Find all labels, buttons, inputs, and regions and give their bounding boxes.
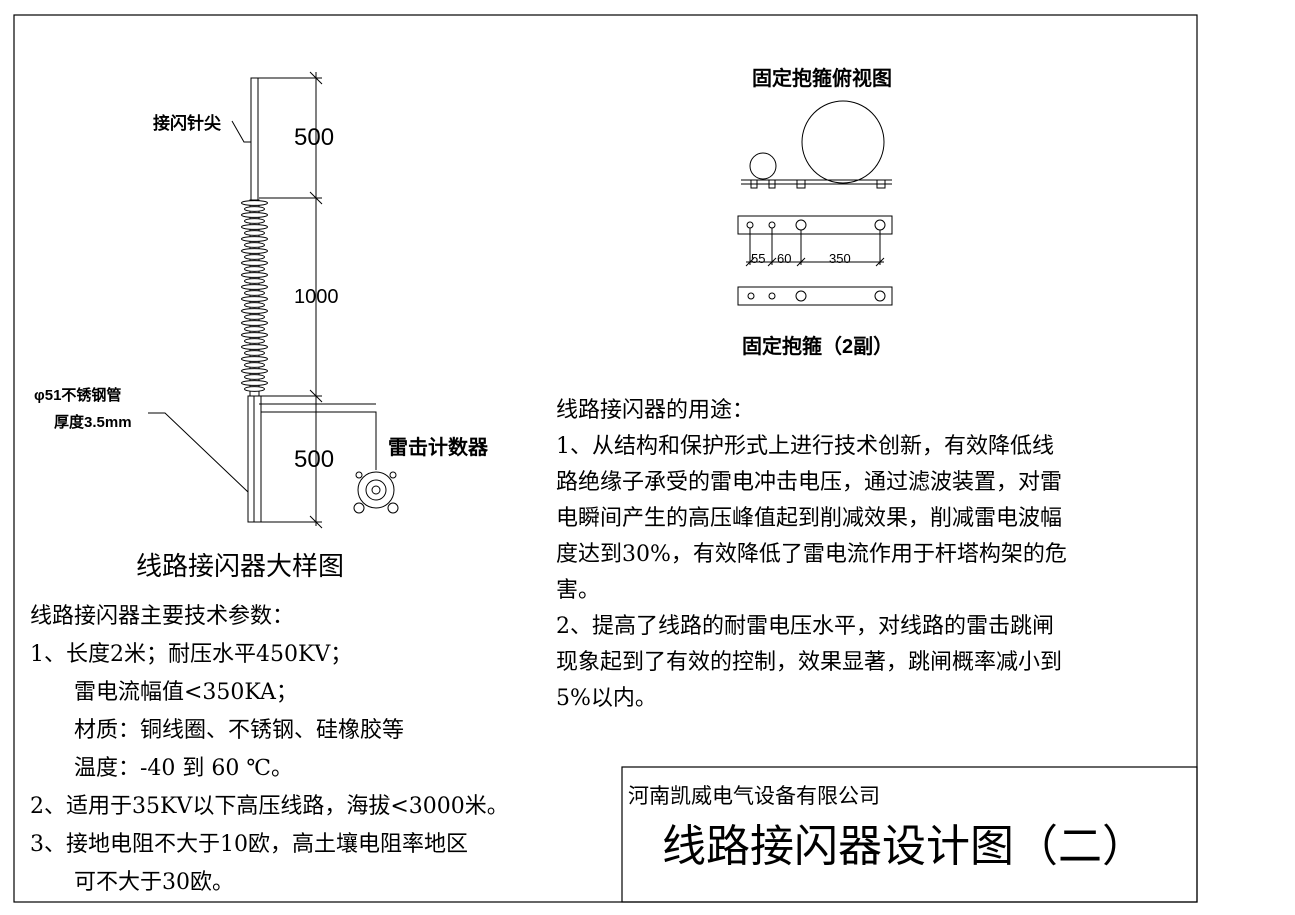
- usage-line: 度达到30%，有效降低了雷电流作用于杆塔构架的危: [556, 542, 1067, 567]
- drawing-title: 线路接闪器设计图（二）: [662, 821, 1146, 872]
- clamp-top-view: [741, 100, 892, 189]
- detail-title: 线路接闪器大样图: [136, 552, 345, 582]
- counter-label: 雷击计数器: [388, 437, 488, 459]
- params-line: 3、接地电阻不大于10欧，高土壤电阻率地区: [30, 832, 468, 857]
- clamp-dimension-60: 60: [777, 251, 792, 266]
- insulator-shed: [241, 272, 268, 278]
- usage-line: 害。: [556, 578, 601, 603]
- usage-line: 现象起到了有效的控制，效果显著，跳闸概率减小到: [556, 650, 1063, 675]
- insulator-sheds: [241, 200, 268, 392]
- needle-tip: [250, 77, 259, 201]
- insulator-shed: [241, 248, 268, 254]
- params-line: 雷电流幅值<350KA；: [74, 680, 298, 705]
- params-block: 线路接闪器主要技术参数： 1、长度2米；耐压水平450KV； 雷电流幅值<350…: [30, 598, 610, 895]
- insulator-shed: [244, 290, 265, 296]
- insulator-shed: [241, 308, 268, 314]
- counter-wire: [261, 411, 377, 470]
- insulator-shed: [241, 356, 268, 362]
- clamp-plate-bottom: [737, 286, 893, 306]
- lightning-counter-symbol: [353, 471, 399, 514]
- insulator-shed: [241, 260, 268, 266]
- insulator-shed: [244, 278, 265, 284]
- insulator-shed: [244, 242, 265, 248]
- insulator-shed: [241, 284, 268, 290]
- insulator-shed: [241, 380, 268, 386]
- clamp-dimension-55: 55: [751, 251, 766, 266]
- insulator-shed: [244, 314, 265, 320]
- clamp-dimension-350: 350: [829, 251, 851, 266]
- title-block-frame: [621, 766, 1198, 903]
- insulator-shed: [244, 338, 265, 344]
- insulator-shed: [244, 374, 265, 380]
- usage-line: 1、从结构和保护形式上进行技术创新，有效降低线: [556, 434, 1054, 459]
- clamp-plate: [737, 215, 893, 267]
- params-heading: 线路接闪器主要技术参数：: [30, 604, 295, 629]
- insulator-shed: [244, 206, 265, 212]
- insulator-shed: [241, 212, 268, 218]
- insulator-shed: [241, 332, 268, 338]
- params-line: 2、适用于35KV以下高压线路，海拔<3000米。: [30, 794, 509, 819]
- insulator-shed: [241, 320, 268, 326]
- insulator-shed: [241, 344, 268, 350]
- company-name: 河南凯威电气设备有限公司: [628, 784, 880, 808]
- params-line: 材质：铜线圈、不锈钢、硅橡胶等: [74, 718, 405, 743]
- arrester-drawing: [148, 71, 399, 529]
- insulator-shed: [241, 368, 268, 374]
- clamp-bottom-title: 固定抱箍（2副）: [742, 336, 894, 358]
- insulator-shed: [244, 254, 265, 260]
- pipe-label: φ51不锈钢管: [34, 387, 122, 404]
- insulator-shed: [244, 230, 265, 236]
- insulator-shed: [241, 200, 268, 206]
- usage-line: 5%以内。: [556, 686, 657, 708]
- dimension-middle: 1000: [294, 286, 339, 308]
- pipe-thickness-label: 厚度3.5mm: [54, 414, 132, 431]
- insulator-shed: [241, 296, 268, 302]
- insulator-shed: [244, 350, 265, 356]
- usage-line: 路绝缘子承受的雷电冲击电压，通过滤波装置，对雷: [556, 470, 1063, 495]
- dimension-lower: 500: [294, 446, 335, 473]
- usage-line: 电瞬间产生的高压峰值起到削减效果，削减雷电波幅: [556, 506, 1063, 531]
- insulator-shed: [241, 224, 268, 230]
- sheet-border: [13, 14, 1198, 903]
- insulator-shed: [244, 302, 265, 308]
- insulator-shed: [244, 218, 265, 224]
- params-line: 1、长度2米；耐压水平450KV；: [30, 642, 353, 667]
- params-line: 温度：-40 到 60 ℃。: [74, 756, 294, 781]
- insulator-shed: [241, 236, 268, 242]
- usage-line: 2、提高了线路的耐雷电压水平，对线路的雷击跳闸: [556, 614, 1054, 639]
- tip-label: 接闪针尖: [153, 114, 221, 133]
- usage-heading: 线路接闪器的用途：: [556, 398, 755, 423]
- clamp-top-title: 固定抱箍俯视图: [752, 68, 892, 90]
- insulator-shed: [244, 362, 265, 368]
- dimension-upper: 500: [294, 124, 335, 151]
- usage-block: 线路接闪器的用途： 1、从结构和保护形式上进行技术创新，有效降低线 路绝缘子承受…: [556, 392, 1184, 708]
- insulator-shed: [244, 386, 265, 392]
- params-line: 可不大于30欧。: [74, 870, 234, 895]
- insulator-shed: [244, 326, 265, 332]
- insulator-shed: [244, 266, 265, 272]
